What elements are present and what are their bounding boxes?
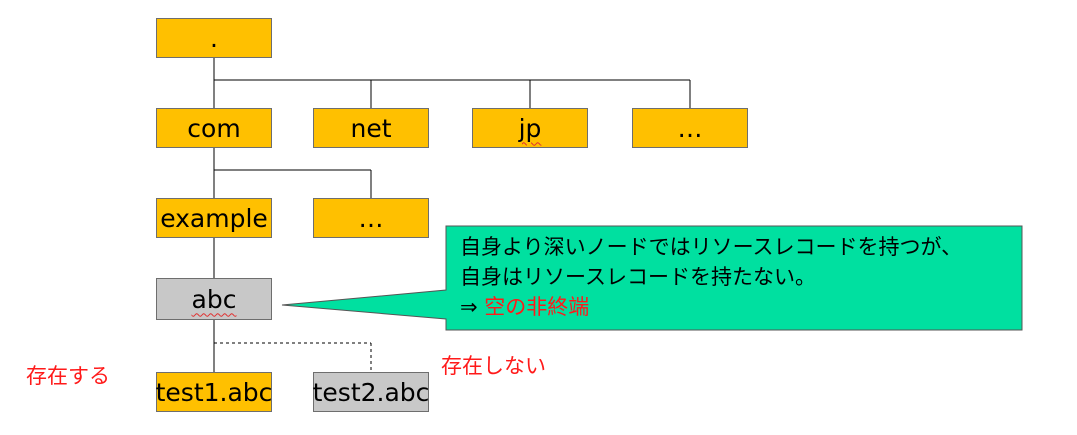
root-node-label: . [210,23,218,53]
callout-text: 自身より深いノードではリソースレコードを持つが、 自身はリソースレコードを持たな… [460,232,1020,322]
child-node-test2: test2.abc [313,372,429,412]
callout-line-2: 自身はリソースレコードを持たない。 [460,265,816,289]
tld-node-net: net [313,108,429,148]
domain-node-more: … [313,198,429,238]
empty-node-label: abc [191,284,237,314]
tld-label-more: … [677,113,703,143]
callout-bubble [281,225,1023,331]
tld-label-net: net [350,113,392,143]
tld-label-com: com [187,113,241,143]
tld-node-more: … [632,108,748,148]
exists-label: 存在する [26,364,110,388]
child-node-test1: test1.abc [156,372,272,412]
tld-label-jp: jp [518,113,542,143]
callout-highlight: 空の非終端 [484,295,590,319]
tld-node-com: com [156,108,272,148]
domain-label-example: example [160,203,268,233]
tld-node-jp: jp [472,108,588,148]
root-node: . [156,18,272,58]
not-exists-label: 存在しない [441,354,546,378]
child-label-test2: test2.abc [312,377,430,407]
callout-line-1: 自身より深いノードではリソースレコードを持つが、 [460,235,963,259]
callout-line-3: ⇒ 空の非終端 [460,292,1020,322]
child-label-test1: test1.abc [155,377,273,407]
callout-arrow: ⇒ [460,295,485,319]
domain-node-example: example [156,198,272,238]
domain-label-more: … [358,203,384,233]
empty-nonterminal-node: abc [156,278,272,320]
